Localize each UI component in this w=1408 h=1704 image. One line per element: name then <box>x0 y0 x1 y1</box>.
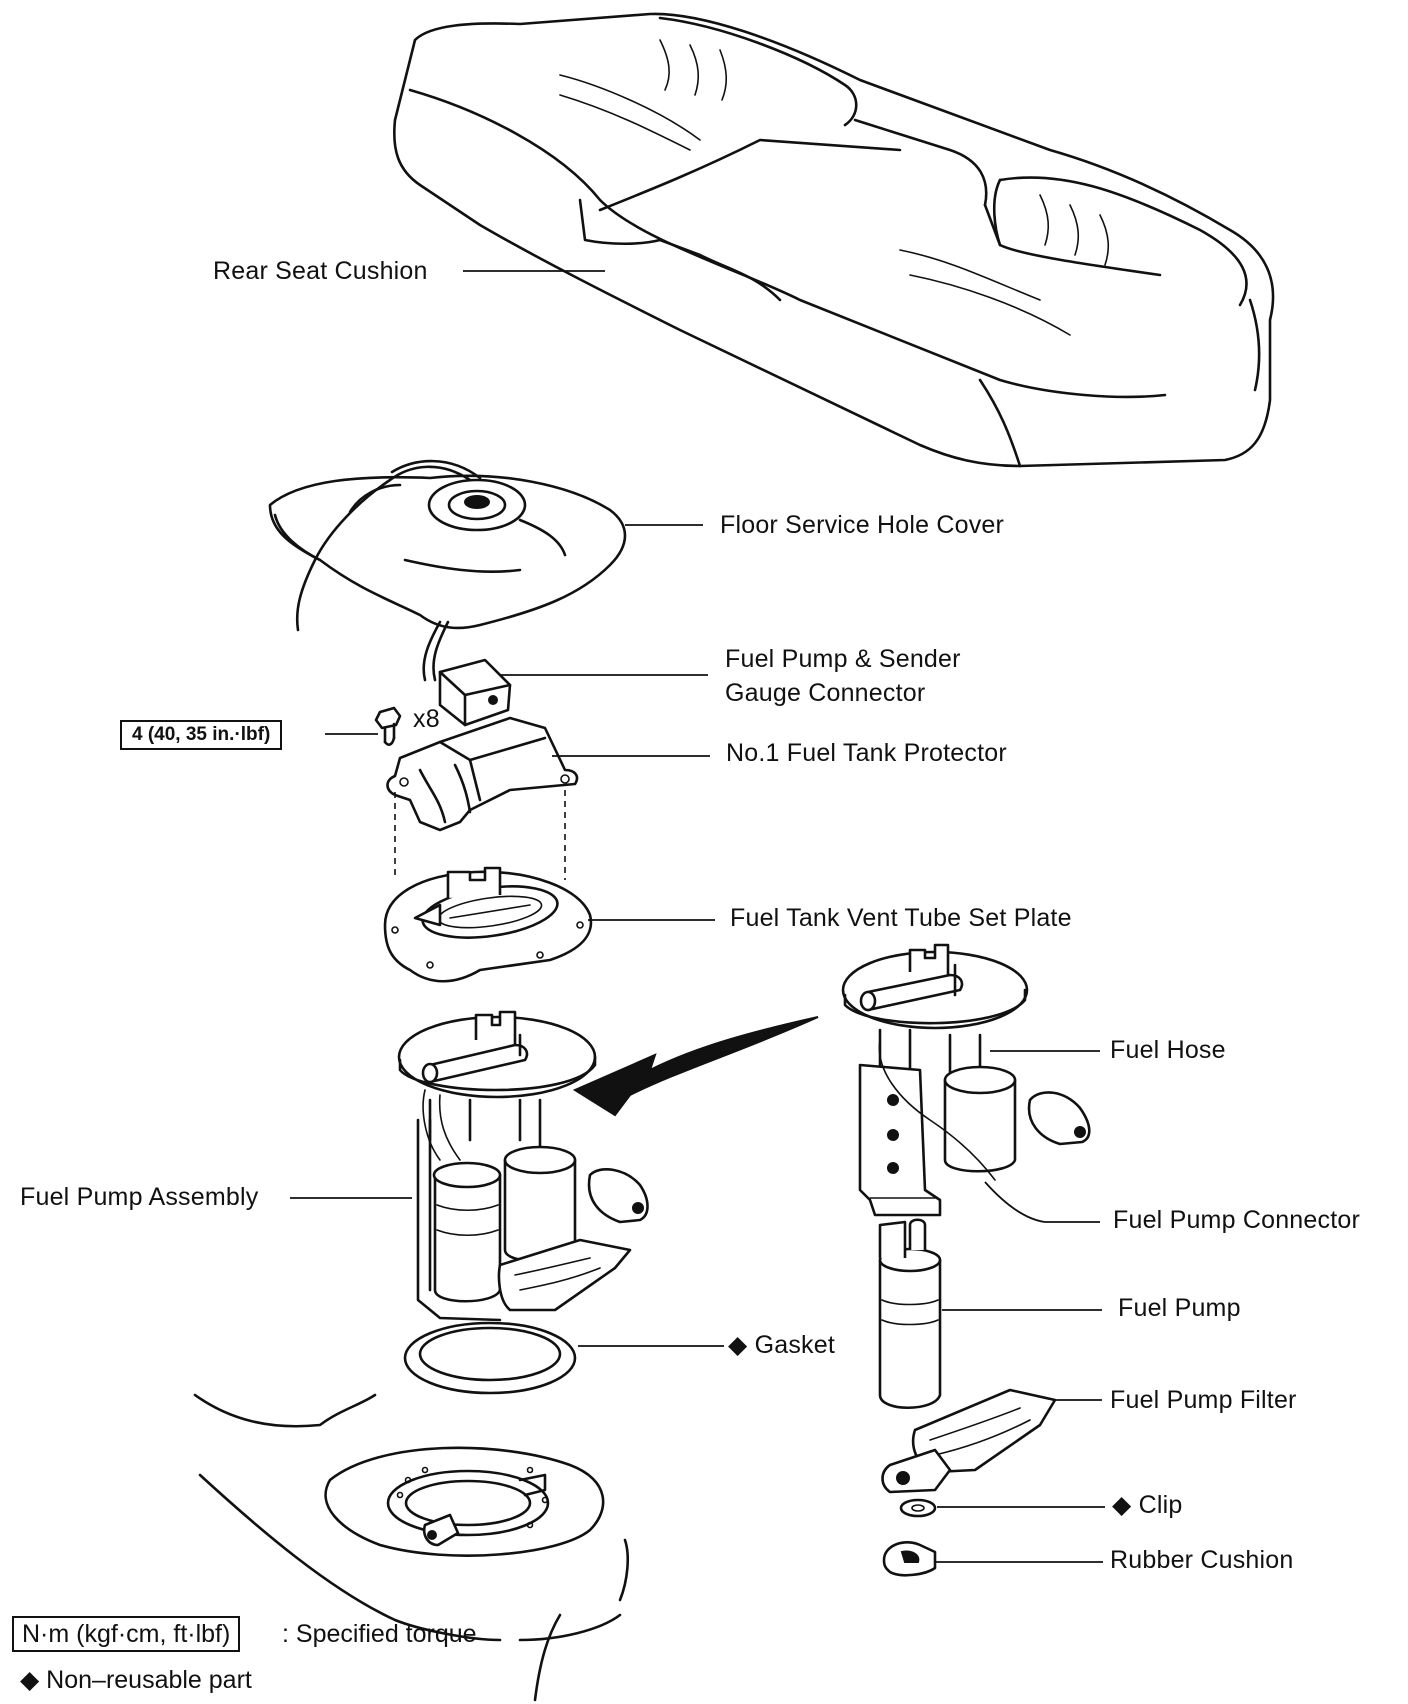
label-gasket: ◆ Gasket <box>728 1331 835 1359</box>
label-fuel-pump-connector: Fuel Pump Connector <box>1113 1206 1360 1234</box>
label-rubber-cushion: Rubber Cushion <box>1110 1546 1294 1574</box>
bolt-drawing <box>374 706 402 746</box>
label-rear-seat-cushion: Rear Seat Cushion <box>213 257 428 285</box>
rear-seat-cushion-drawing <box>393 12 1275 468</box>
floor-service-hole-cover-drawing <box>268 459 627 682</box>
vent-tube-set-plate-drawing <box>383 866 593 983</box>
label-fuel-pump-assembly: Fuel Pump Assembly <box>20 1183 259 1211</box>
label-fuel-pump-filter: Fuel Pump Filter <box>1110 1386 1297 1414</box>
torque-spec-box: 4 (40, 35 in.·lbf) <box>120 720 283 750</box>
label-no1-fuel-tank-protector: No.1 Fuel Tank Protector <box>726 739 1007 767</box>
fuel-pump-drawing <box>878 1218 942 1410</box>
fuel-pump-assembly-drawing <box>397 1010 649 1322</box>
gasket-drawing <box>403 1321 577 1395</box>
fuel-pump-detail-drawing <box>841 943 1091 1217</box>
rubber-cushion-drawing <box>882 1540 937 1577</box>
label-fuel-pump-sender-connector-line1: Fuel Pump & Sender <box>725 645 961 673</box>
fuel-pump-sender-connector-drawing <box>438 658 512 727</box>
leader-lines <box>290 270 1105 1563</box>
label-floor-service-hole-cover: Floor Service Hole Cover <box>720 511 1005 539</box>
legend-non-reusable: ◆ Non–reusable part <box>20 1666 252 1694</box>
legend-torque-desc: : Specified torque <box>282 1620 477 1648</box>
arrow-to-assembly-icon <box>572 1016 819 1117</box>
label-fuel-pump-sender-connector-line2: Gauge Connector <box>725 679 926 707</box>
label-fuel-pump: Fuel Pump <box>1118 1294 1241 1322</box>
label-fuel-hose: Fuel Hose <box>1110 1036 1226 1064</box>
fuel-pump-filter-drawing <box>881 1388 1057 1494</box>
clip-drawing <box>899 1498 937 1518</box>
legend-torque-unit-box: N·m (kgf·cm, ft·lbf) <box>12 1616 241 1652</box>
bolt-count-label: x8 <box>413 705 440 733</box>
fuel-tank-opening-drawing <box>193 1393 630 1702</box>
label-fuel-tank-vent-tube-set-plate: Fuel Tank Vent Tube Set Plate <box>730 904 1072 932</box>
fuel-tank-protector-drawing <box>386 716 579 832</box>
label-clip: ◆ Clip <box>1112 1491 1183 1519</box>
